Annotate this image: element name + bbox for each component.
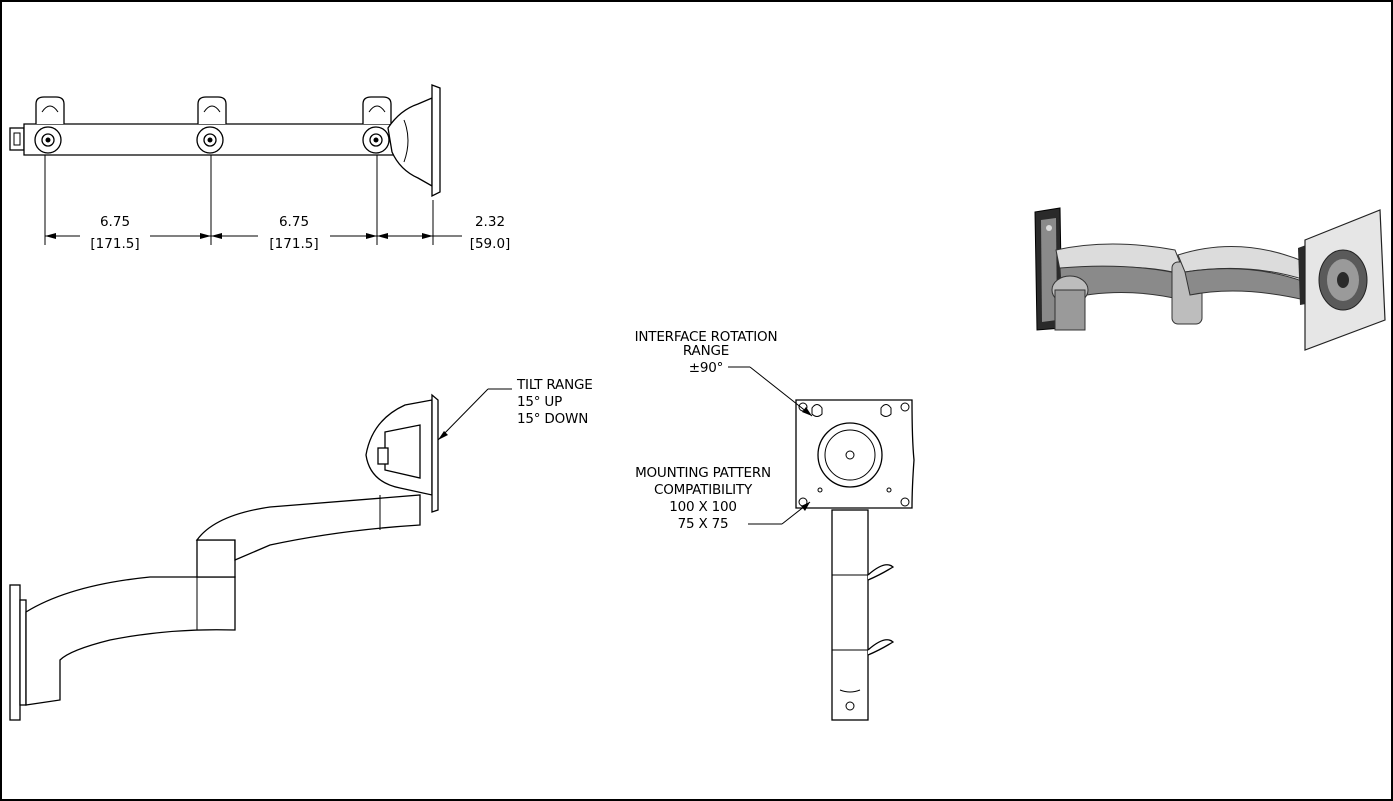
dimension-2: 6.75 [171.5] xyxy=(269,214,318,252)
tilt-range-line-1: TILT RANGE xyxy=(516,377,593,393)
dimension-2-mm: [171.5] xyxy=(269,236,318,252)
front-view-column xyxy=(831,509,869,721)
side-view-upper-arm xyxy=(195,494,421,561)
mounting-leader xyxy=(748,501,811,525)
dimension-lines xyxy=(44,155,462,245)
rotation-line-1: INTERFACE ROTATION xyxy=(635,329,778,345)
mounting-pattern-note: MOUNTING PATTERN COMPATIBILITY 100 X 100… xyxy=(635,465,771,532)
dimension-1-inch: 6.75 xyxy=(100,214,130,230)
top-view-pivot-1 xyxy=(34,126,62,154)
front-view-rotation-hub xyxy=(817,422,883,488)
interface-rotation-note: INTERFACE ROTATION RANGE ±90° xyxy=(635,329,778,376)
tilt-range-line-2: 15° UP xyxy=(517,394,562,410)
top-view-cable-clip-3 xyxy=(362,96,392,124)
mounting-line-2: COMPATIBILITY xyxy=(654,482,753,498)
top-view-pivot-2 xyxy=(196,126,224,154)
mounting-line-4: 75 X 75 xyxy=(678,516,729,532)
tilt-range-line-3: 15° DOWN xyxy=(517,411,588,427)
dimension-3-inch: 2.32 xyxy=(475,214,505,230)
dimension-1-mm: [171.5] xyxy=(90,236,139,252)
rotation-line-2: RANGE xyxy=(683,343,729,359)
dimension-3: 2.32 [59.0] xyxy=(470,214,511,252)
front-view xyxy=(795,399,915,721)
mounting-line-3: 100 X 100 xyxy=(669,499,737,515)
side-view-lower-arm xyxy=(25,576,236,706)
product-render xyxy=(1034,207,1386,351)
side-view-elbow xyxy=(196,539,236,578)
top-view xyxy=(9,84,441,198)
side-view-vesa-plate xyxy=(431,393,439,513)
front-view-cable-clip-1 xyxy=(867,564,895,581)
front-view-cable-clip-2 xyxy=(867,639,895,656)
dimension-2-inch: 6.75 xyxy=(279,214,309,230)
top-view-cable-clip-1 xyxy=(35,96,65,124)
tilt-range-note: TILT RANGE 15° UP 15° DOWN xyxy=(516,377,593,427)
top-view-wall-stub-inner xyxy=(13,132,21,146)
rotation-line-3: ±90° xyxy=(689,360,723,376)
dimension-3-mm: [59.0] xyxy=(470,236,511,252)
side-view-wall-plate xyxy=(9,584,21,721)
rotation-leader xyxy=(728,366,813,417)
tilt-leader xyxy=(437,388,512,441)
side-view xyxy=(9,393,439,721)
top-view-wall-stub xyxy=(9,127,25,151)
top-view-vesa-plate xyxy=(431,84,441,198)
top-view-cable-clip-2 xyxy=(197,96,227,124)
top-view-tilt-head xyxy=(387,97,433,188)
mounting-line-1: MOUNTING PATTERN xyxy=(635,465,771,481)
top-view-pivot-3 xyxy=(362,126,390,154)
dimension-1: 6.75 [171.5] xyxy=(90,214,139,252)
